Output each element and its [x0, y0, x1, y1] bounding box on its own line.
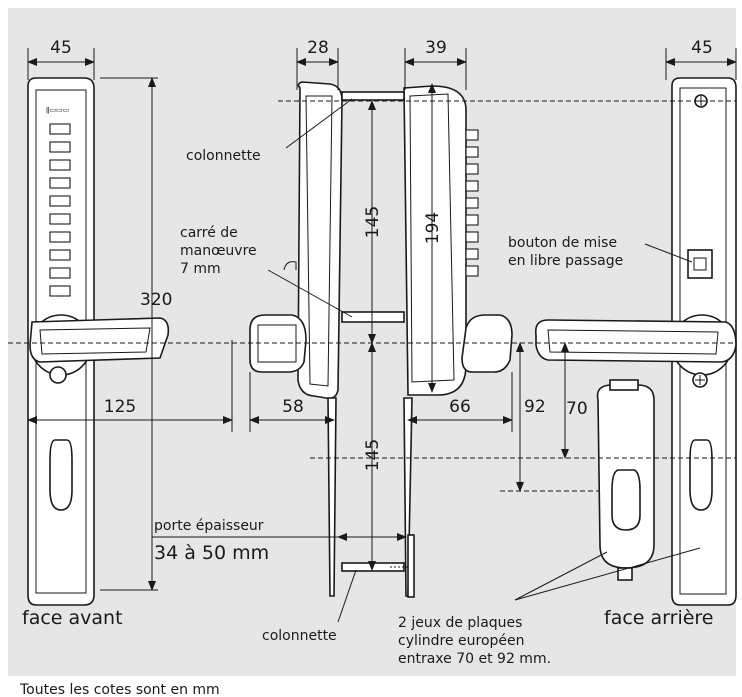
label-footnote: Toutes les cotes sont en mm: [19, 682, 220, 697]
annotation-labels: colonnette carré de manœuvre 7 mm bouton…: [19, 148, 714, 697]
dim-entraxe-92: 92: [524, 397, 546, 417]
key-button-icon: [49, 195, 71, 207]
dim-front-width: 45: [50, 38, 72, 58]
dim-back-width: 45: [691, 38, 713, 58]
side-view: [249, 81, 513, 598]
label-carre-2: manœuvre: [180, 243, 257, 259]
dim-keypad-height: 194: [423, 212, 443, 244]
brand-mark: ǁ▭▭▭: [46, 106, 69, 114]
dim-total-height: 320: [140, 290, 172, 310]
release-button: [687, 249, 713, 279]
label-bouton-2: en libre passage: [508, 253, 623, 269]
dim-projection-right: 66: [449, 397, 471, 417]
key-button-icon: [49, 285, 71, 297]
dim-projection-left: 58: [282, 397, 304, 417]
dim-side-left-width: 28: [307, 38, 329, 58]
dim-upper-height: 145: [363, 206, 383, 238]
label-plaques-2: cylindre européen: [398, 633, 525, 649]
label-colonnette-bottom: colonnette: [262, 628, 337, 644]
label-carre-1: carré de: [180, 225, 238, 241]
side-keypad: [465, 129, 479, 277]
dimension-labels: 45 28 39 45 320 145 145 194 125 58 66 92…: [50, 38, 713, 471]
label-porte-1: porte épaisseur: [154, 518, 264, 534]
key-button-icon: [49, 267, 71, 279]
label-plaques-3: entraxe 70 et 92 mm.: [398, 651, 551, 667]
dim-lower-height: 145: [363, 439, 383, 471]
label-porte-2: 34 à 50 mm: [154, 542, 269, 564]
label-face-avant: face avant: [22, 607, 123, 629]
keypad: [49, 123, 71, 297]
key-button-icon: [49, 213, 71, 225]
key-button-icon: [49, 231, 71, 243]
key-button-icon: [49, 141, 71, 153]
label-plaques-1: 2 jeux de plaques: [398, 615, 522, 631]
key-button-icon: [49, 159, 71, 171]
dim-entraxe-70: 70: [566, 399, 588, 419]
label-carre-3: 7 mm: [180, 261, 221, 277]
label-bouton-1: bouton de mise: [508, 235, 617, 251]
label-colonnette-top: colonnette: [186, 148, 261, 164]
dim-handle-length: 125: [104, 397, 136, 417]
key-button-icon: [49, 177, 71, 189]
dim-side-right-width: 39: [425, 38, 447, 58]
dimension-lines: [27, 48, 737, 623]
front-face-view: ǁ▭▭▭: [27, 77, 170, 606]
back-face-view: [534, 77, 737, 606]
key-button-icon: [49, 123, 71, 135]
cylinder-plate: [596, 379, 655, 581]
label-face-arriere: face arrière: [604, 607, 714, 629]
key-button-icon: [49, 249, 71, 261]
